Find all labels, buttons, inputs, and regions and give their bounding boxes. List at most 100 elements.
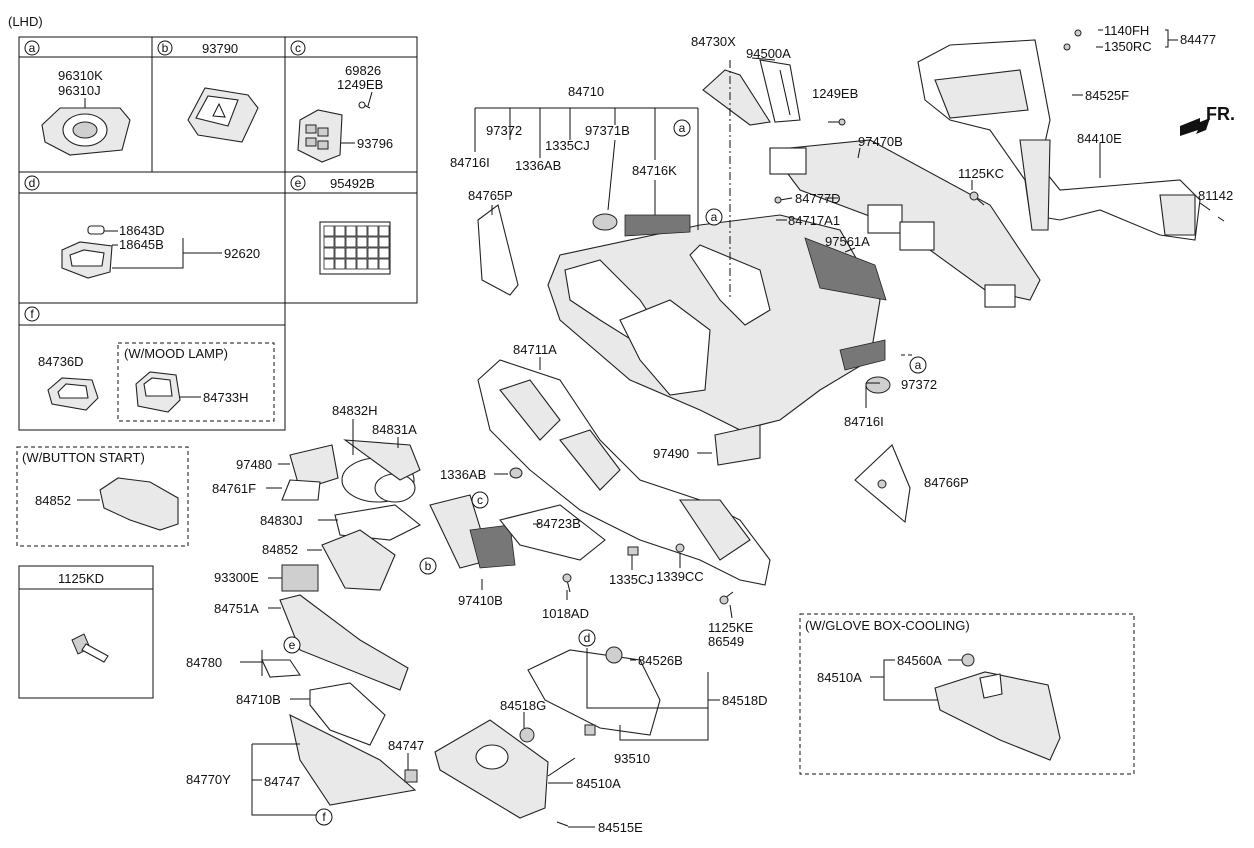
hazard-switch-icon: [187, 87, 259, 143]
button-start-cover-icon: [99, 477, 179, 531]
ref-circles: a a a c b e d f: [283, 119, 927, 826]
callout-1335CJ-b: 1335CJ: [609, 572, 654, 587]
speaker-part-icon: [41, 107, 131, 156]
leader-lines: [240, 29, 1211, 828]
callout-84747-b: 84747: [388, 738, 424, 753]
glove-box: [434, 646, 661, 827]
keypad-key: [345, 247, 357, 259]
callout-97372-b: 97372: [901, 377, 937, 392]
callout-84761F: 84761F: [212, 481, 256, 496]
ref-c-1: c: [477, 493, 483, 507]
callout-97372-a: 97372: [486, 123, 522, 138]
part-95492B: 95492B: [330, 176, 375, 191]
keypad-key: [367, 258, 379, 270]
part-84733H: 84733H: [203, 390, 249, 405]
callout-1336AB-b: 1336AB: [440, 467, 486, 482]
callout-1249EB: 1249EB: [812, 86, 858, 101]
keypad-key: [378, 247, 390, 259]
cluster-and-vents: [281, 376, 891, 592]
button-start-title: (W/BUTTON START): [22, 450, 145, 465]
part-93796: 93796: [357, 136, 393, 151]
keypad-key: [367, 247, 379, 259]
part-93790: 93790: [202, 41, 238, 56]
ref-a-letter: a: [29, 41, 36, 55]
callout-1336AB-a: 1336AB: [515, 158, 561, 173]
mood-lamp-icon: [47, 377, 99, 411]
keypad-key: [334, 258, 346, 270]
part-84560A: 84560A: [897, 653, 942, 668]
front-label: FR.: [1206, 104, 1235, 124]
keypad-key: [323, 258, 335, 270]
keypad-key: [367, 236, 379, 248]
callout-84518G: 84518G: [500, 698, 546, 713]
keypad-key: [345, 236, 357, 248]
bolt-icon: [71, 633, 109, 663]
ref-d-letter: d: [29, 176, 36, 190]
keypad-key: [378, 236, 390, 248]
callout-1140FH: 1140FH: [1104, 23, 1149, 38]
ref-f-1: f: [322, 810, 326, 824]
variant-label: (LHD): [8, 14, 43, 29]
callout-84831A: 84831A: [372, 422, 417, 437]
part-18645B: 18645B: [119, 237, 164, 252]
callout-84510A: 84510A: [576, 776, 621, 791]
callout-84770Y: 84770Y: [186, 772, 231, 787]
callout-84515E: 84515E: [598, 820, 643, 835]
part-96310J: 96310J: [58, 83, 101, 98]
callout-84477: 84477: [1180, 32, 1216, 47]
front-arrow: FR.: [1180, 104, 1235, 136]
callout-93300E: 93300E: [214, 570, 259, 585]
callout-93510: 93510: [614, 751, 650, 766]
callout-84830J: 84830J: [260, 513, 303, 528]
callout-84710: 84710: [568, 84, 604, 99]
callout-94500A: 94500A: [746, 46, 791, 61]
map-lamp-icon: [61, 225, 113, 279]
callout-97490: 97490: [653, 446, 689, 461]
part-96310K: 96310K: [58, 68, 103, 83]
callout-1350RC: 1350RC: [1104, 39, 1152, 54]
callout-84526B: 84526B: [638, 653, 683, 668]
callout-84716I-a: 84716I: [450, 155, 490, 170]
callout-84777D: 84777D: [795, 191, 841, 206]
callout-84723B: 84723B: [536, 516, 581, 531]
callout-84711A: 84711A: [513, 342, 557, 357]
part-18643D: 18643D: [119, 223, 165, 238]
keypad-key: [356, 258, 368, 270]
callout-84780: 84780: [186, 655, 222, 670]
callout-84765P: 84765P: [468, 188, 513, 203]
callout-84852: 84852: [262, 542, 298, 557]
keypad-key: [356, 225, 368, 237]
callout-84410E: 84410E: [1077, 131, 1122, 146]
mood-lamp-note: (W/MOOD LAMP): [124, 346, 228, 361]
ref-e-1: e: [289, 638, 296, 652]
part-1125KD: 1125KD: [58, 571, 104, 586]
keypad-key: [334, 225, 346, 237]
ref-e-circle: [290, 175, 306, 191]
callout-97410B: 97410B: [458, 593, 503, 608]
ref-a-2: a: [711, 210, 718, 224]
ref-a-3: a: [915, 358, 922, 372]
keypad-key: [345, 225, 357, 237]
ref-a-circle: [24, 40, 40, 56]
ref-f-circle: [24, 306, 40, 322]
bolt-box: 1125KD: [18, 565, 154, 699]
crash-pad-frame: [477, 359, 771, 586]
callout-labels: 84730X 94500A 1249EB 1140FH 1350RC 84477…: [186, 23, 1233, 835]
glove-box-cooling-box: (W/GLOVE BOX-COOLING) 84510A 84560A: [799, 613, 1135, 775]
keypad-key: [323, 236, 335, 248]
callout-1125KC: 1125KC: [958, 166, 1004, 181]
ref-e-letter: e: [295, 176, 302, 190]
keypad-key: [367, 225, 379, 237]
switch-module-icon: [297, 101, 371, 163]
keypad-key: [356, 247, 368, 259]
callout-84730X: 84730X: [691, 34, 736, 49]
keypad-grid-icon: [319, 221, 391, 275]
ref-d-1: d: [584, 631, 591, 645]
keypad-key: [378, 258, 390, 270]
callout-97371B: 97371B: [585, 123, 630, 138]
callout-84751A: 84751A: [214, 601, 259, 616]
ref-f-letter: f: [30, 307, 34, 321]
callout-84747-a: 84747: [264, 774, 300, 789]
cooling-glove-box-icon: [934, 671, 1061, 761]
